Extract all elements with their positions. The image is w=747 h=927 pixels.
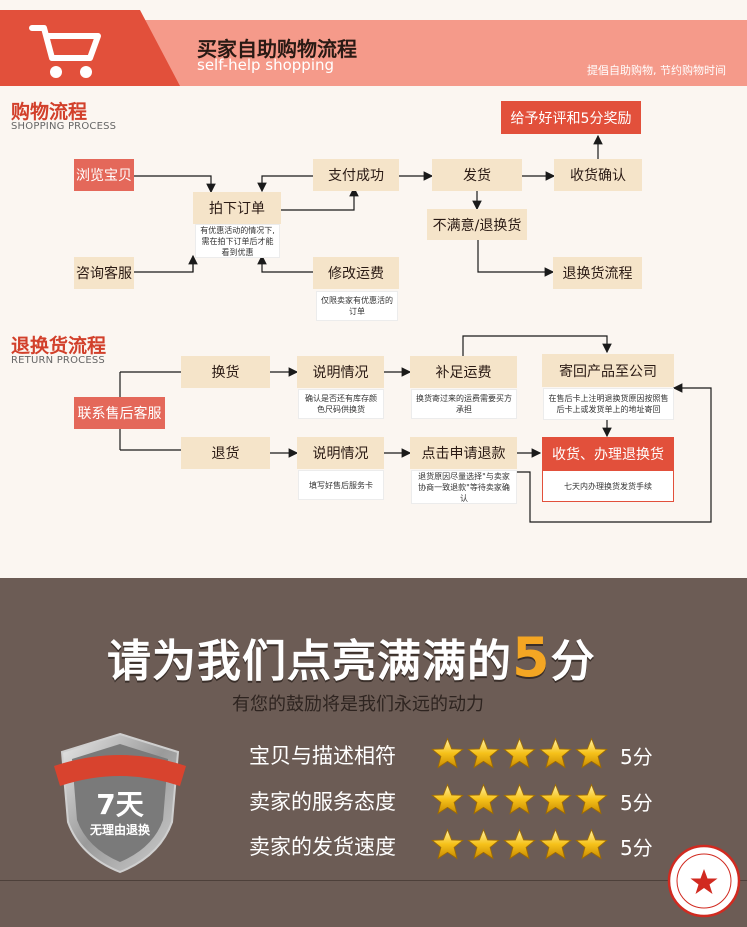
seal-stamp [666,843,742,919]
badge-text: 无理由退换 [89,822,151,837]
star-icon [503,737,536,774]
rating-headline-unit: 分 [550,636,596,687]
step-consult: 咨询客服 [74,257,134,289]
step-modify-postage: 修改运费 [313,257,399,289]
badge-days: 7天 [96,788,143,821]
rating-row: 宝贝与描述相符 5分 [249,735,689,775]
step-refund: 退货 [181,437,270,469]
rating-headline-number: 5 [512,626,551,689]
rating-label: 宝贝与描述相符 [249,744,396,768]
return-section-title: 退换货流程 [11,335,107,357]
rating-score: 5分 [620,790,653,815]
explain-exchange-note: 确认是否还有库存颜色尺码供换货 [298,389,384,419]
step-exchange: 换货 [181,356,270,388]
send-back-note: 在售后卡上注明退换货原因按照售后卡上或发货单上的地址寄回 [543,388,674,420]
rating-subtitle: 有您的鼓励将是我们永远的动力 [232,694,484,715]
step-order: 拍下订单 [193,192,281,224]
modify-postage-note: 仅限卖家有优惠活的订单 [316,291,398,321]
star-icon [575,828,608,865]
rating-headline: 请为我们点亮满满的5分 [107,625,596,689]
cart-icon [28,22,108,82]
star-icon [467,828,500,865]
star-icon [503,783,536,820]
step-apply-refund: 点击申请退款 [410,437,517,469]
rating-stars [431,783,608,820]
panel-divider [0,880,747,881]
star-icon [431,783,464,820]
header-title: 买家自助购物流程 [197,37,357,61]
step-send-back: 寄回产品至公司 [542,354,674,387]
shopping-section-title: 购物流程 [11,101,88,123]
handle-return-note: 七天内办理换货发货手续 [542,470,674,502]
apply-refund-note: 退货原因尽量选择"与卖家协商一致退款"等待卖家确认 [411,470,517,504]
step-receive: 收货确认 [554,159,642,191]
step-unsatisfied: 不满意/退换货 [427,209,527,240]
step-explain-refund: 说明情况 [297,437,384,469]
rating-row: 卖家的发货速度 5分 [249,826,689,866]
rating-score: 5分 [620,835,653,860]
step-review: 给予好评和5分奖励 [501,101,641,134]
order-note: 有优惠活动的情况下,需在拍下订单后才能看到优惠 [195,224,280,258]
explain-refund-note: 填写好售后服务卡 [298,470,384,500]
step-pay: 支付成功 [313,159,399,191]
star-icon [431,828,464,865]
header-slogan: 提倡自助购物, 节约购物时间 [587,64,726,77]
step-handle-return: 收货、办理退换货 [542,437,674,470]
star-icon [539,737,572,774]
star-icon [575,737,608,774]
step-contact-service: 联系售后客服 [74,397,165,429]
step-return-flow: 退换货流程 [553,257,642,289]
star-icon [503,828,536,865]
star-icon [539,828,572,865]
rating-stars [431,737,608,774]
star-icon [539,783,572,820]
step-explain-exchange: 说明情况 [297,356,384,388]
star-icon [431,737,464,774]
star-icon [575,783,608,820]
star-icon [467,737,500,774]
return-section-subtitle: RETURN PROCESS [11,355,105,366]
step-ship: 发货 [432,159,522,191]
seven-day-return-badge: 7天 无理由退换 [50,730,190,875]
rating-row: 卖家的服务态度 5分 [249,781,689,821]
rating-headline-main: 请为我们点亮满满的 [107,636,512,687]
rating-stars [431,828,608,865]
rating-score: 5分 [620,744,653,769]
step-add-postage: 补足运费 [410,356,517,388]
rating-label: 卖家的服务态度 [249,790,396,814]
star-icon [467,783,500,820]
add-postage-note: 换货寄过来的运费需要买方承担 [411,389,517,419]
header-subtitle: self-help shopping [197,56,335,74]
shopping-section-subtitle: SHOPPING PROCESS [11,121,117,132]
rating-label: 卖家的发货速度 [249,835,396,859]
step-browse: 浏览宝贝 [74,159,134,191]
